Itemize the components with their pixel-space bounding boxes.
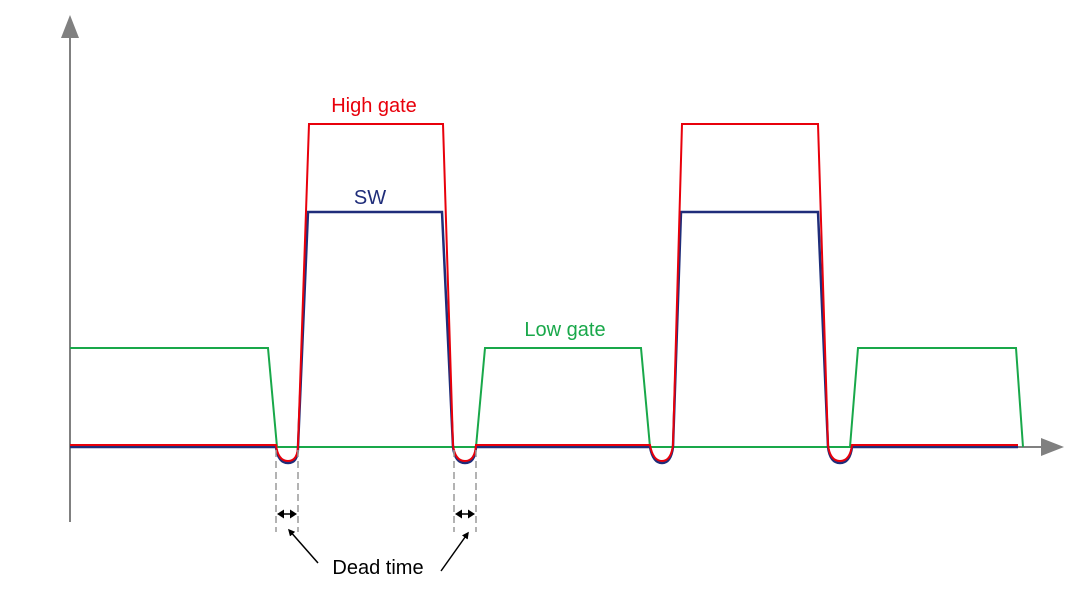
low-gate-waveform: [70, 347, 1024, 448]
high-gate-label: High gate: [331, 95, 417, 117]
dead-time-pointer-left-icon: [288, 528, 319, 564]
dead-time-interval-1-icon: [277, 509, 297, 519]
dead-time-interval-2-icon: [455, 509, 475, 519]
x-axis-arrow-icon: [1041, 438, 1064, 456]
dead-time-annotation: Dead time: [275, 450, 477, 579]
y-axis-arrow-icon: [61, 15, 79, 38]
sw-waveform: [70, 210, 1018, 465]
low-gate-label: Low gate: [524, 319, 605, 341]
sw-label: SW: [354, 187, 386, 209]
dead-time-pointer-right-icon: [440, 531, 469, 572]
dead-time-label: Dead time: [332, 557, 423, 579]
high-gate-waveform: [70, 123, 1018, 463]
